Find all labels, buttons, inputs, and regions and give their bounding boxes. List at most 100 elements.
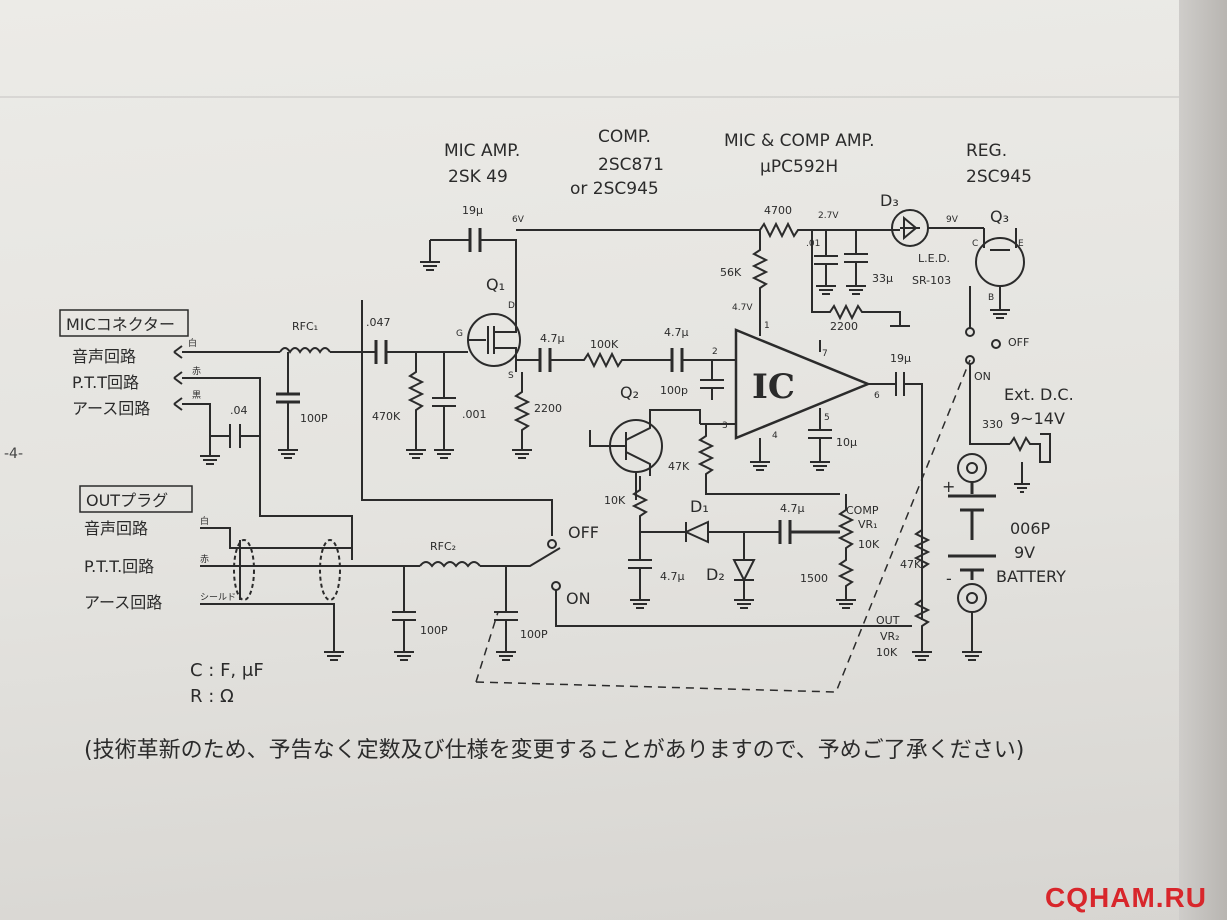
out-audio-label: 音声回路 <box>84 519 148 538</box>
ground-100p-mic <box>278 402 298 459</box>
c33u-label: 33μ <box>872 272 893 285</box>
switch2-wire <box>969 286 1010 445</box>
battery-volt-label: 9V <box>1014 543 1035 562</box>
q3-label: Q₃ <box>990 207 1009 226</box>
switch2-contact-b <box>991 339 1001 349</box>
c001-label: .001 <box>462 408 487 421</box>
q3-emitter-label: E <box>1018 239 1024 249</box>
wire-q1-source <box>515 359 540 372</box>
r10k-label: 10K <box>604 494 626 507</box>
vr1-label: VR₁ <box>858 518 878 531</box>
capacitor-100p-out2 <box>494 566 518 661</box>
resistor-10k <box>631 476 649 532</box>
q3-leads <box>983 228 1017 319</box>
site-watermark: CQHAM.RU <box>1045 882 1207 913</box>
c100p-out2-label: 100P <box>520 628 548 641</box>
ground-01 <box>816 285 836 295</box>
v6-label: 6V <box>512 215 525 225</box>
q3-base-label: B <box>988 293 994 303</box>
ground-33u <box>846 285 866 295</box>
capacitor-47u-3 <box>778 520 840 544</box>
c47u-2-label: 4.7μ <box>664 326 689 339</box>
rfc2-label: RFC₂ <box>430 540 456 553</box>
battery-ground <box>962 612 982 661</box>
ic-label: IC <box>752 367 795 407</box>
capacitor-47u-1 <box>538 348 552 372</box>
revision-note: (技術革新のため、予告なく定数及び仕様を変更することがありますので、予めご了承く… <box>84 738 1025 763</box>
capacitor-100p-mic <box>276 392 300 404</box>
background-edge <box>1179 0 1227 920</box>
vr2-out <box>912 599 932 661</box>
legend-capacitance: C : F, μF <box>190 660 264 681</box>
r2200-ic-label: 2200 <box>830 320 858 333</box>
wire-switch-vr2 <box>555 590 912 627</box>
r470k-label: 470K <box>372 410 401 423</box>
battery-plus: + <box>942 477 955 496</box>
c100p-mic-label: 100P <box>300 412 328 425</box>
q3-collector-label: C <box>972 239 978 249</box>
q2-label: Q₂ <box>620 383 639 402</box>
header-comp-part1: 2SC871 <box>598 155 664 175</box>
shield-ring-2 <box>319 539 341 601</box>
pin4-label: 4 <box>772 431 778 441</box>
ext-dc-range-label: 9~14V <box>1010 409 1065 428</box>
resistor-56k <box>751 230 769 336</box>
header-mic-comp-amp: MIC & COMP AMP. <box>724 131 875 151</box>
capacitor-19u-out <box>868 372 923 620</box>
header-reg-part: 2SC945 <box>966 167 1032 187</box>
page-number: -4- <box>4 446 24 462</box>
pin7-label: 7 <box>822 349 828 359</box>
out-white-label: 白 <box>200 515 209 527</box>
vr1-comp <box>836 494 856 609</box>
ic-pin-leads <box>750 330 821 471</box>
resistor-2200-ic <box>811 230 910 327</box>
v47-label: 4.7V <box>732 303 753 313</box>
out-earth-label: アース回路 <box>84 593 162 612</box>
header-comp-part2: or 2SC945 <box>570 179 659 199</box>
q1-leads <box>468 300 517 372</box>
resistor-330-jack <box>1009 433 1051 463</box>
c19u-out-label: 19μ <box>890 352 911 365</box>
capacitor-100p-out1 <box>392 566 416 661</box>
shield-ring <box>233 539 255 601</box>
c47u-4-label: 4.7μ <box>660 570 685 583</box>
d1-label: D₁ <box>690 497 709 516</box>
c47u-1-label: 4.7μ <box>540 332 565 345</box>
q1-label: Q₁ <box>486 275 505 294</box>
c19u-top-label: 19μ <box>462 204 483 217</box>
pin1-label: 1 <box>764 321 770 331</box>
c10u-label: 10μ <box>836 436 857 449</box>
led-part-label: SR-103 <box>912 274 951 287</box>
switch-off-contact <box>547 539 557 549</box>
ground-mic-earth <box>200 436 220 465</box>
q2-leads <box>589 414 651 500</box>
r1500-label: 1500 <box>800 572 828 585</box>
q1-source-label: S <box>508 371 514 381</box>
rfc2-coil <box>419 561 481 568</box>
header-comp: COMP. <box>598 127 651 147</box>
capacitor-19u-top <box>468 228 482 252</box>
header-reg: REG. <box>966 141 1007 161</box>
r100k-label: 100K <box>590 338 619 351</box>
out-ptt-label: P.T.T.回路 <box>84 557 154 576</box>
mic-earth-label: アース回路 <box>72 399 150 418</box>
switch-off-label: OFF <box>568 523 599 542</box>
r330-label: 330 <box>982 418 1003 431</box>
rfc1-coil <box>279 347 331 354</box>
pin2-label: 2 <box>712 347 718 357</box>
vr2-label: VR₂ <box>880 630 900 643</box>
out-ptt-wire <box>200 527 353 560</box>
capacitor-47u-4 <box>628 532 652 609</box>
paper-fold <box>0 96 1227 98</box>
header-mic-amp: MIC AMP. <box>444 141 520 161</box>
capacitor-04 <box>210 424 260 448</box>
wire-rfc2-switch <box>480 547 561 567</box>
switch-on-label: ON <box>566 589 591 608</box>
capacitor-001 <box>432 352 456 450</box>
switch2-off-label: OFF <box>1008 336 1029 349</box>
out-vr-label: OUT <box>876 614 900 627</box>
c100p-out1-label: 100P <box>420 624 448 637</box>
mic-red-label: 赤 <box>192 366 201 377</box>
out-plug-label: OUTプラグ <box>86 491 168 510</box>
